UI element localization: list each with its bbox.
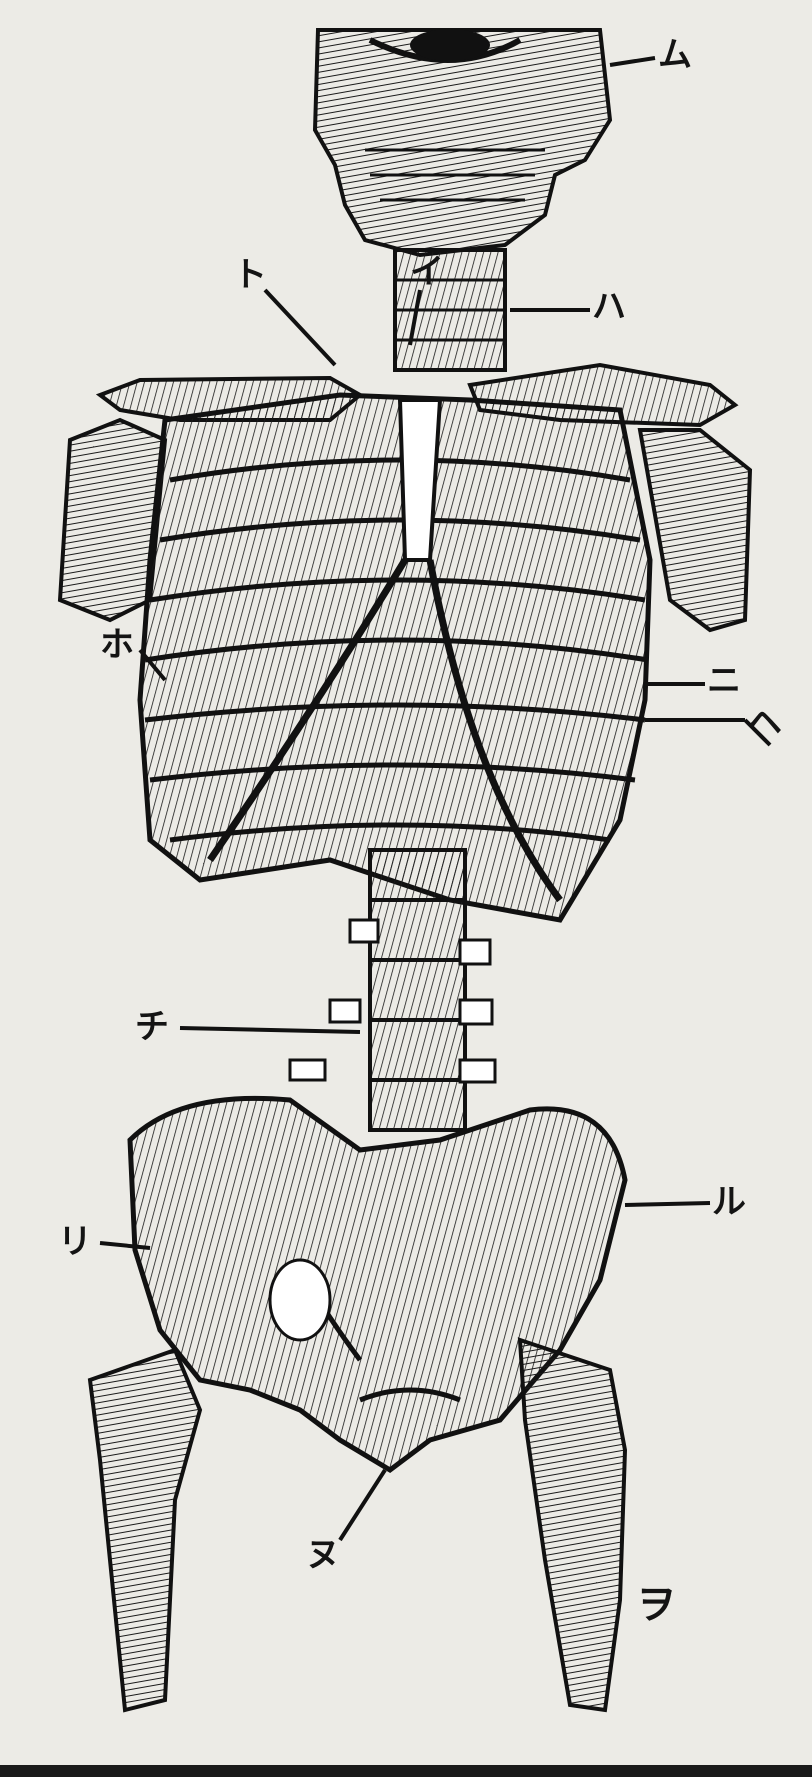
label-ni: ニ bbox=[707, 664, 741, 698]
label-wo: ヲ bbox=[636, 1585, 676, 1625]
label-he: ヘ bbox=[748, 706, 782, 740]
label-chi: チ bbox=[135, 1010, 169, 1044]
label-nu: ヌ bbox=[306, 1538, 340, 1572]
label-ru: ル bbox=[712, 1185, 746, 1219]
label-mu: ム bbox=[658, 38, 692, 72]
bottom-rule bbox=[0, 1765, 812, 1777]
label-ho: ホ bbox=[100, 628, 134, 662]
rib-cage bbox=[140, 395, 650, 920]
skull bbox=[315, 29, 610, 255]
label-ha: ハ bbox=[592, 290, 626, 324]
label-i: イ bbox=[410, 255, 444, 289]
label-ri: リ bbox=[58, 1225, 92, 1259]
lumbar-spine bbox=[290, 850, 495, 1130]
label-to: ト bbox=[233, 258, 267, 292]
